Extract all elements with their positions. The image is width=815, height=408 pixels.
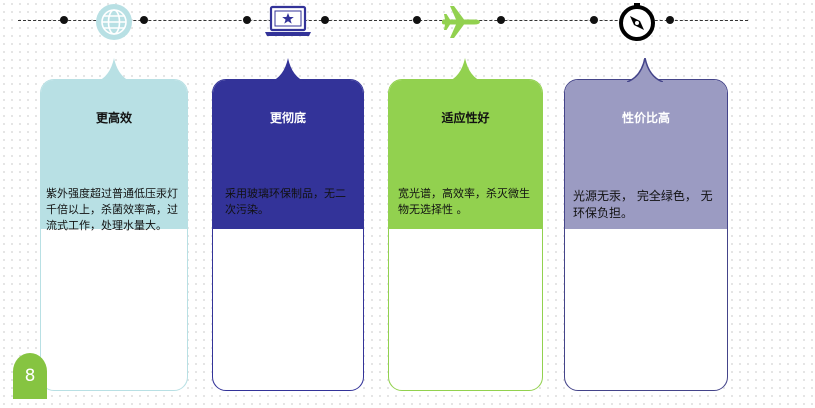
timeline-dot xyxy=(666,16,674,24)
card-header xyxy=(41,80,187,229)
card-pointer xyxy=(447,58,483,82)
compass-icon xyxy=(619,3,655,41)
laptop-icon xyxy=(265,5,311,36)
card-pointer xyxy=(627,58,663,82)
page-number-badge: 8 xyxy=(13,353,47,399)
card-description: 紫外强度超过普通低压汞灯千倍以上，杀菌效率高，过流式工作，处理水量大。 xyxy=(46,187,178,232)
feature-card-cost-effective: 性价比高 光源无汞， 完全绿色， 无环保负担。 xyxy=(564,79,728,391)
feature-card-thorough: 更彻底 采用玻璃环保制品，无二次污染。 xyxy=(212,79,364,391)
timeline-dot xyxy=(497,16,505,24)
card-description: 宽光谱，高效率，杀灭微生物无选择性 。 xyxy=(398,187,530,216)
card-pointer xyxy=(96,58,132,82)
card-pointer xyxy=(270,58,306,82)
card-title: 更高效 xyxy=(95,111,132,125)
card-description: 采用玻璃环保制品，无二次污染。 xyxy=(225,187,346,216)
card-title: 适应性好 xyxy=(441,111,490,125)
card-title: 更彻底 xyxy=(269,111,306,125)
timeline-line xyxy=(18,20,748,21)
card-title: 性价比高 xyxy=(621,111,670,125)
card-header xyxy=(213,80,363,229)
card-header xyxy=(389,80,542,229)
feature-card-efficient: 更高效 紫外强度超过普通低压汞灯千倍以上，杀菌效率高，过流式工作，处理水量大。 xyxy=(40,79,188,391)
timeline-dot xyxy=(243,16,251,24)
timeline-dot xyxy=(321,16,329,24)
timeline-dot xyxy=(60,16,68,24)
globe-icon xyxy=(96,4,132,40)
card-description: 光源无汞， 完全绿色， 无环保负担。 xyxy=(573,189,713,220)
feature-card-adaptable: 适应性好 宽光谱，高效率，杀灭微生物无选择性 。 xyxy=(388,79,543,391)
timeline-dot xyxy=(413,16,421,24)
timeline-dot xyxy=(590,16,598,24)
card-header xyxy=(565,80,727,229)
airplane-icon xyxy=(442,6,480,38)
timeline-dot xyxy=(140,16,148,24)
